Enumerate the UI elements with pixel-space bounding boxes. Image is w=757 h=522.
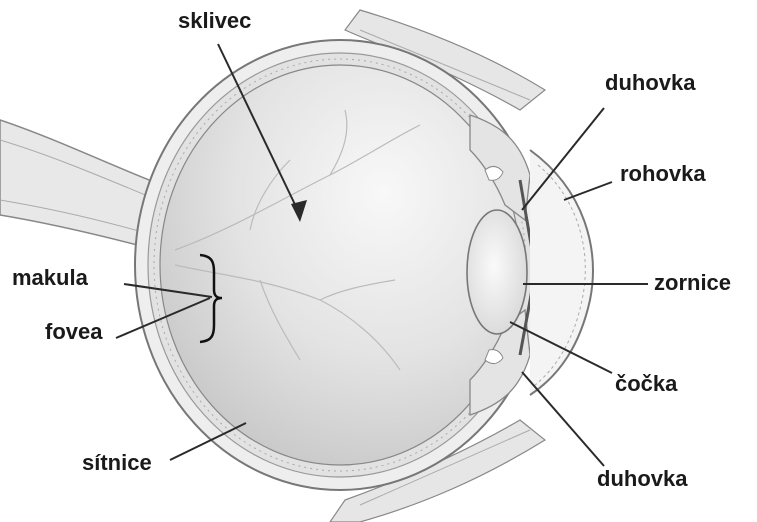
leader-rohovka — [564, 182, 612, 200]
label-fovea: fovea — [45, 321, 102, 343]
label-cocka: čočka — [615, 373, 677, 395]
lens — [467, 210, 527, 334]
label-sklivec: sklivec — [178, 10, 251, 32]
label-makula: makula — [12, 267, 88, 289]
label-sitnice: sítnice — [82, 452, 152, 474]
label-duhovka-top: duhovka — [605, 72, 695, 94]
label-rohovka: rohovka — [620, 163, 706, 185]
label-zornice: zornice — [654, 272, 731, 294]
label-duhovka-bottom: duhovka — [597, 468, 687, 490]
leader-duhovka-bottom — [522, 372, 604, 466]
